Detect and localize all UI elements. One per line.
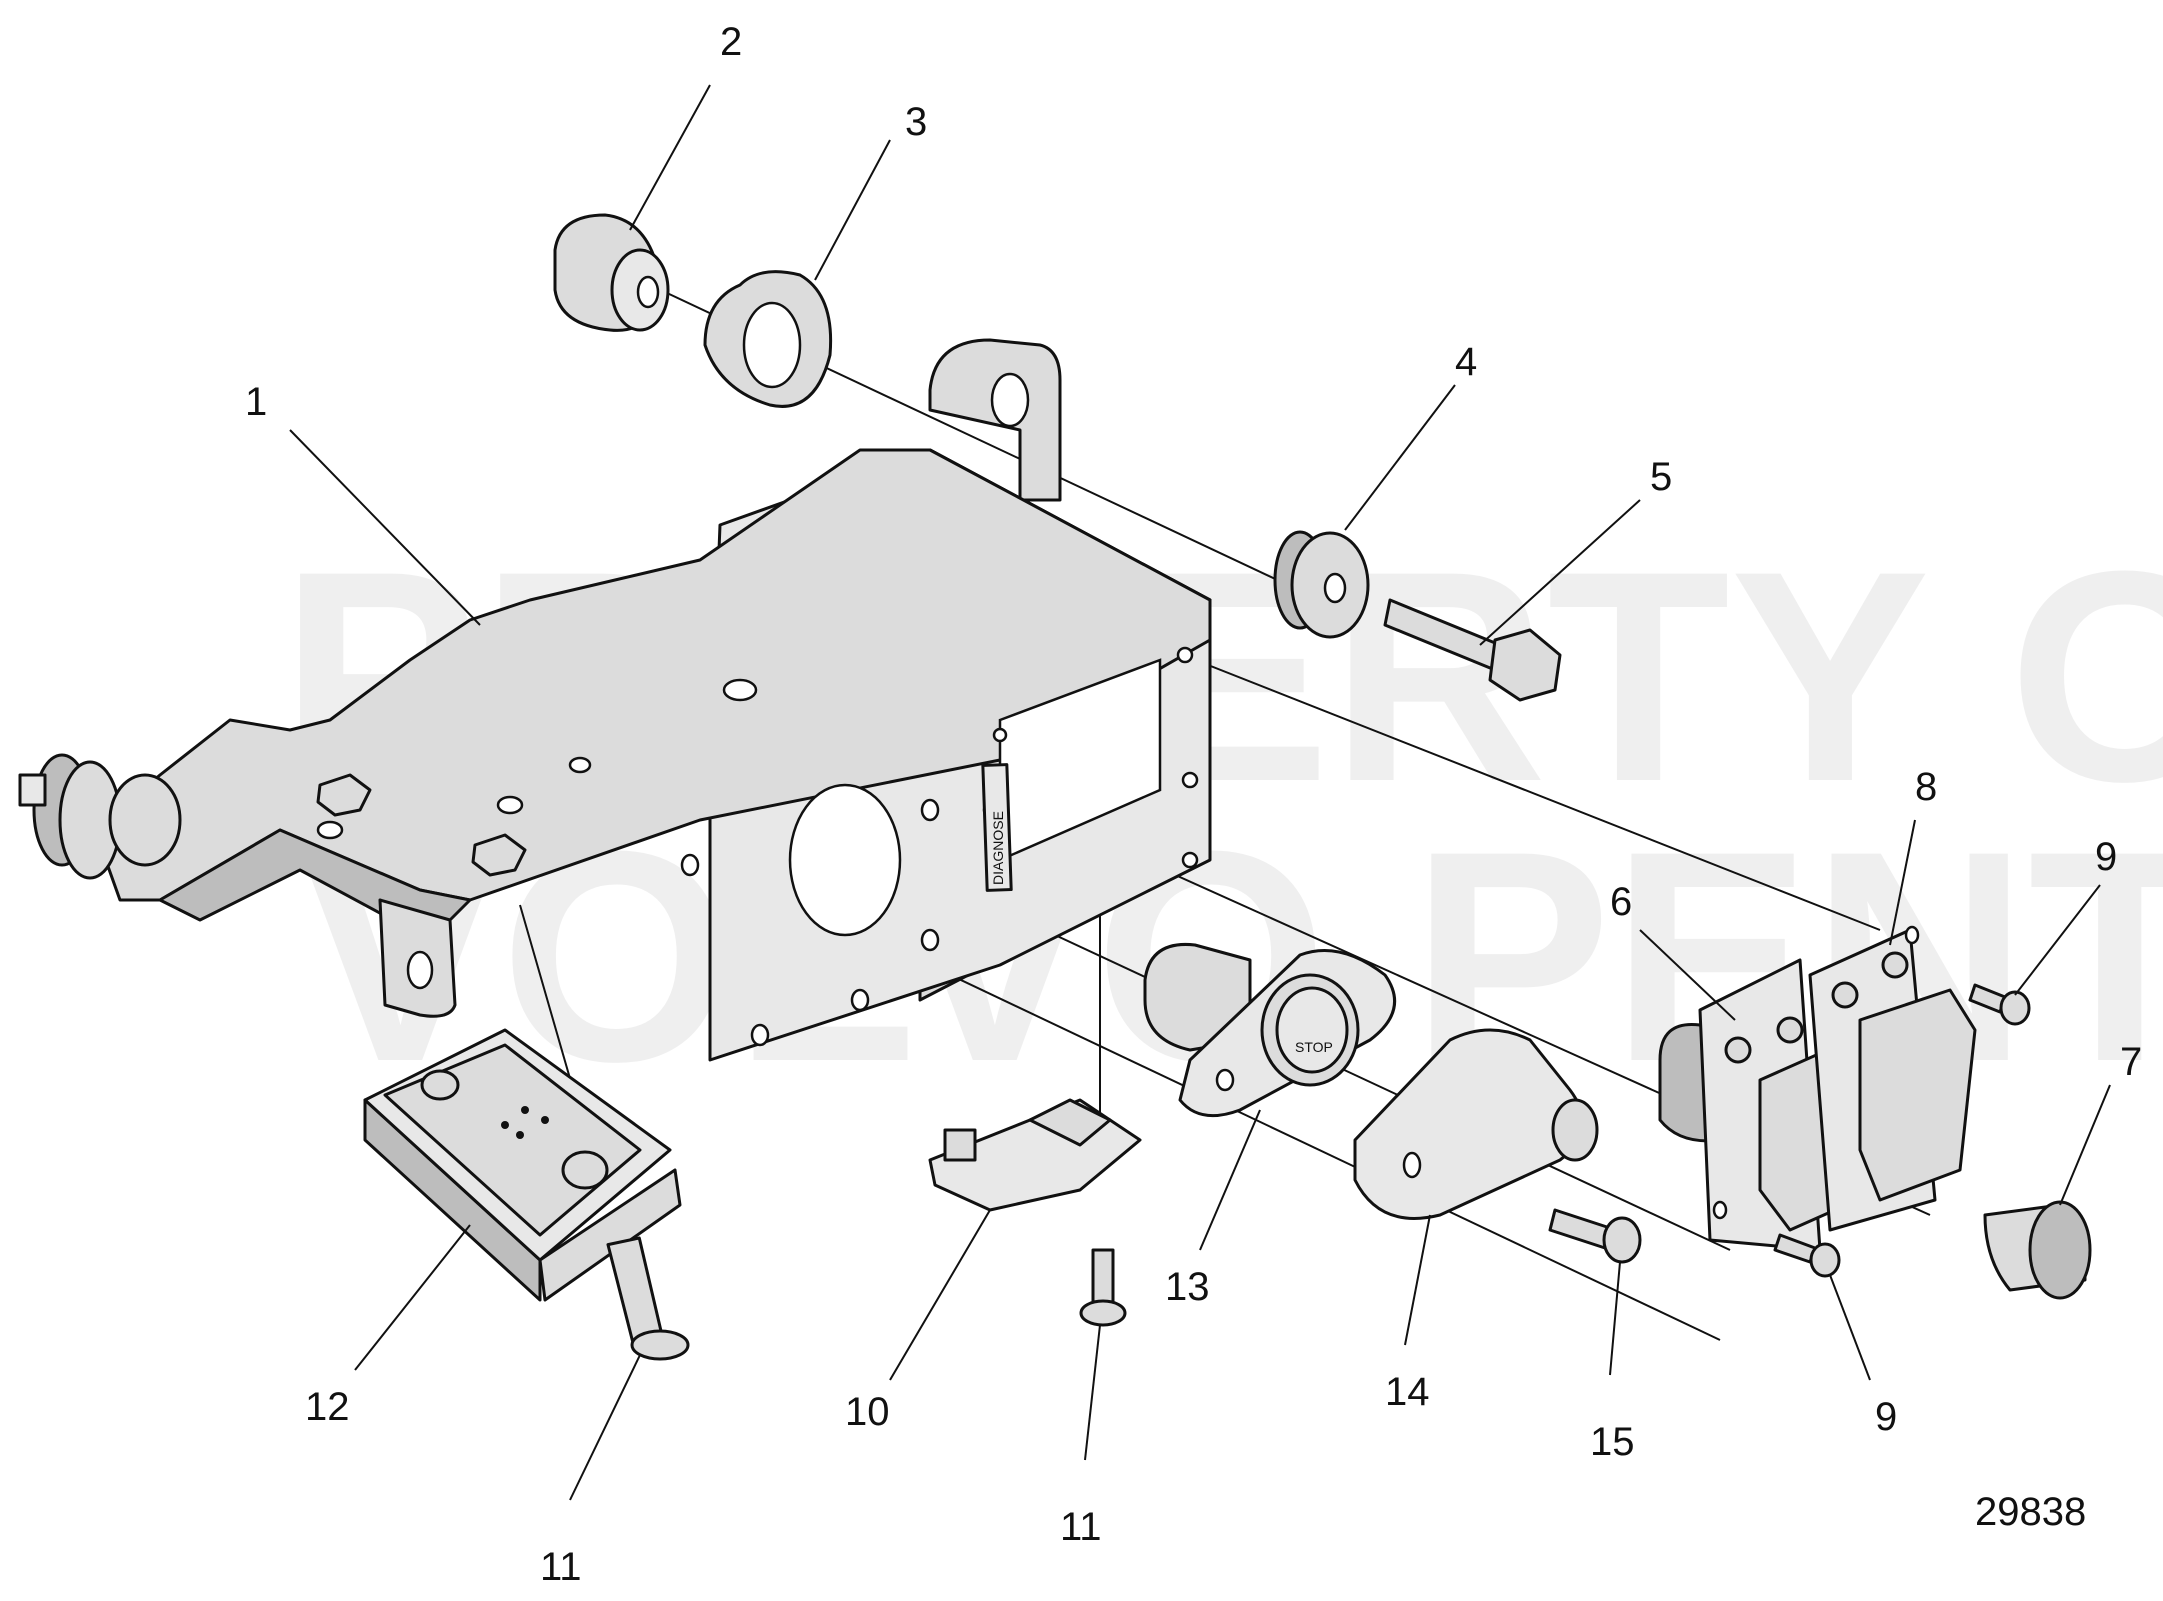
callout-3: 3 — [905, 100, 927, 144]
callout-2: 2 — [720, 20, 742, 64]
plug-part-7 — [1983, 1200, 2092, 1300]
diagram-id: 29838 — [1975, 1490, 2086, 1534]
diagnose-label: DIAGNOSE — [990, 811, 1006, 885]
screw-part-11-left — [606, 1236, 690, 1361]
bracket-part-1: DIAGNOSE — [18, 338, 1212, 1062]
switch-part-10 — [928, 1098, 1142, 1212]
screw-part-11-right — [1079, 1248, 1127, 1327]
stop-button-part-13: STOP — [1143, 942, 1397, 1118]
cover-part-14 — [1353, 1028, 1599, 1220]
leader-lines — [289, 84, 2111, 1501]
callout-9-lower: 9 — [1875, 1395, 1897, 1439]
callout-1: 1 — [245, 380, 267, 424]
callout-8: 8 — [1915, 765, 1937, 809]
callout-15: 15 — [1590, 1420, 1635, 1464]
stop-label: STOP — [1295, 1039, 1333, 1055]
callout-numbers: 1 2 3 4 5 6 7 8 9 9 10 11 11 12 13 14 15 — [245, 20, 2142, 1589]
callout-7: 7 — [2120, 1040, 2142, 1084]
washer-part-3 — [703, 270, 833, 408]
callout-9-upper: 9 — [2095, 835, 2117, 879]
screw-part-9-upper — [1968, 983, 2031, 1026]
callout-5: 5 — [1650, 455, 1672, 499]
screw-part-9-lower — [1773, 1233, 1841, 1278]
callout-13: 13 — [1165, 1265, 1210, 1309]
callout-6: 6 — [1610, 880, 1632, 924]
connector-plate-part-8 — [1808, 925, 1977, 1232]
module-box-part-12 — [363, 1028, 682, 1302]
bushing-part-4 — [1273, 530, 1370, 639]
callout-4: 4 — [1455, 340, 1477, 384]
callout-14: 14 — [1385, 1370, 1430, 1414]
callout-10: 10 — [845, 1390, 890, 1434]
grommet-part-2 — [553, 213, 670, 332]
bolt-part-5 — [1383, 598, 1562, 702]
callout-11-left: 11 — [540, 1545, 582, 1589]
screw-part-15 — [1548, 1208, 1642, 1264]
callout-11-right: 11 — [1060, 1505, 1102, 1549]
callout-12: 12 — [305, 1385, 350, 1429]
